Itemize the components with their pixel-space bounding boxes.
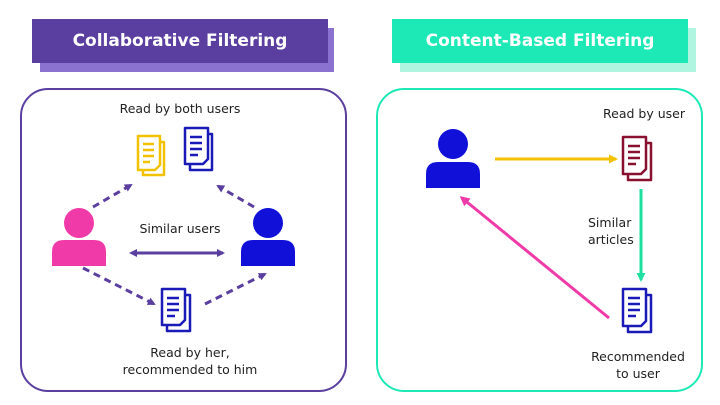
read-by-her-line2: recommended to him	[122, 362, 258, 377]
content-panel	[376, 88, 703, 392]
similar-line2: articles	[588, 232, 634, 247]
read-document-icon	[621, 135, 653, 182]
pink-to-yellow-arrow-icon	[92, 183, 133, 209]
left-arrows	[82, 183, 267, 306]
blue-document-icon	[183, 126, 214, 172]
collab-title: Collaborative Filtering	[32, 19, 328, 63]
recommended-to-user-label: Recommended to user	[578, 348, 698, 382]
similar-users-label: Similar users	[120, 221, 240, 237]
read-by-her-label: Read by her, recommended to him	[90, 344, 290, 378]
collab-title-text: Collaborative Filtering	[72, 31, 288, 51]
recommended-document-icon	[160, 287, 192, 333]
read-by-both-label: Read by both users	[100, 101, 260, 117]
recommended-to-blue-arrow-icon	[204, 272, 267, 306]
user-icon	[426, 129, 480, 188]
blue-to-bluedoc-arrow-icon	[216, 184, 255, 209]
pink-to-recommended-arrow-icon	[82, 266, 156, 306]
collab-panel	[20, 88, 347, 392]
recommend-to-user-arrow-icon	[459, 196, 610, 320]
yellow-document-icon	[136, 134, 166, 177]
read-by-her-line1: Read by her,	[150, 345, 230, 360]
similar-articles-label: Similar articles	[588, 214, 634, 248]
similar-line1: Similar	[588, 215, 632, 230]
content-title: Content-Based Filtering	[392, 19, 688, 63]
read-by-user-label: Read by user	[603, 106, 685, 122]
recommended-line1: Recommended	[591, 349, 685, 364]
pink-user-icon	[52, 208, 106, 266]
similar-users-text: Similar users	[139, 221, 221, 236]
blue-user-icon	[241, 208, 295, 266]
recommended-article-icon	[621, 287, 653, 334]
recommended-line2: to user	[616, 366, 660, 381]
content-title-text: Content-Based Filtering	[425, 31, 655, 51]
read-by-user-text: Read by user	[603, 106, 685, 121]
read-by-both-text: Read by both users	[119, 101, 241, 116]
